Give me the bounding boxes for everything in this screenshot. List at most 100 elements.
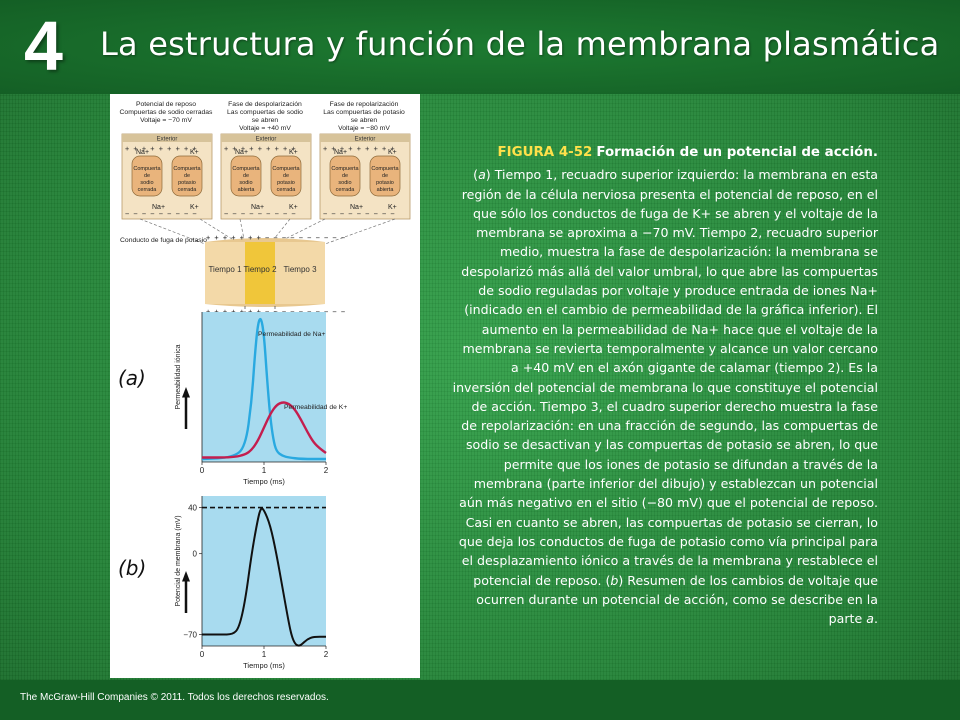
chart-plot-area: [202, 496, 326, 646]
axon-time-3: Tiempo 3: [283, 265, 317, 274]
svg-text:+ + + + + + + + +: + + + + + + + + +: [125, 145, 197, 153]
sodium-gate: [230, 155, 262, 197]
potassium-gate-label: de: [184, 173, 190, 179]
potassium-gate-label: abierta: [377, 187, 395, 193]
sodium-gate-label: de: [243, 173, 249, 179]
series-line-2: [201, 401, 327, 459]
y-tick-label: 40: [188, 504, 197, 513]
figure-title: Formación de un potencial de acción.: [596, 145, 878, 160]
svg-text:− − − − − − − − −: − − − − − − − − −: [323, 210, 395, 218]
panel-exterior-label: Exterior: [355, 137, 376, 143]
leak-channel-label: Conducto de fuga de potasio: [120, 237, 207, 244]
sodium-gate-label: sodio: [140, 180, 153, 186]
panel1-title: Potencial de reposo: [136, 101, 196, 108]
y-axis-label: Permeabilidad iónica: [175, 344, 182, 409]
panel-exterior-label: Exterior: [256, 137, 277, 143]
na-ion-label: Na+: [136, 149, 149, 156]
caption-body-open: (: [473, 167, 479, 183]
potassium-gate: [270, 155, 302, 197]
sodium-gate-label: cerrada: [138, 187, 158, 193]
sodium-gate: [329, 155, 361, 197]
potassium-gate-label: potasio: [277, 180, 295, 186]
chapter-number: 4: [24, 7, 63, 85]
k-ion-label: K+: [289, 204, 298, 211]
caption-letter-a: a: [478, 167, 486, 183]
figure-caption: FIGURA 4-52 Formación de un potencial de…: [452, 142, 878, 628]
na-ion-label: Na+: [152, 204, 165, 211]
figure-label-b: (b): [118, 556, 147, 580]
sodium-gate-label: de: [144, 173, 150, 179]
series-line-1: [202, 507, 326, 647]
na-ion-label: Na+: [334, 149, 347, 156]
axon-time-1: Tiempo 1: [208, 265, 242, 274]
figure-illustration: Potencial de reposo Compuertas de sodio …: [120, 101, 411, 670]
potassium-gate-label: potasio: [178, 180, 196, 186]
x-tick-label: 1: [262, 650, 267, 659]
title-bar: [0, 0, 960, 94]
footer-bar: [0, 680, 960, 720]
potassium-gate-label: de: [382, 173, 388, 179]
caption-body-a: ) Tiempo 1, recuadro superior izquierdo:…: [452, 167, 878, 588]
k-ion-label: K+: [388, 149, 397, 156]
panel3-line4: Voltaje = −80 mV: [338, 125, 390, 132]
sodium-gate-label: abierta: [238, 187, 256, 193]
panel2-line3: se abren: [252, 117, 279, 124]
k-ion-label: K+: [190, 149, 199, 156]
svg-text:+ + + + + + + − − − − − − − −: + + + + + + + − − − − − − − − − −: [206, 234, 345, 242]
copyright-text: The McGraw-Hill Companies © 2011. Todos …: [20, 692, 329, 703]
x-axis-label: Tiempo (ms): [243, 477, 285, 486]
membrane-panel-3: Exterior + + + + + + + + + − − − − − − − −…: [319, 133, 411, 220]
x-tick-label: 1: [262, 466, 267, 475]
series-label: Permeabilidad de K+: [284, 404, 347, 411]
svg-text:+ + + + + + + + +: + + + + + + + + +: [224, 145, 296, 153]
svg-text:− − − − − − − − −: − − − − − − − − −: [125, 210, 197, 218]
sodium-gate-label: cerrada: [336, 187, 356, 193]
sodium-gate: [131, 155, 163, 197]
series-label: Permeabilidad de Na+: [258, 331, 325, 338]
potassium-gate: [171, 155, 203, 197]
potassium-gate-label: cerrada: [277, 187, 297, 193]
x-axis-label: Tiempo (ms): [243, 661, 285, 670]
figure-panel: Potencial de reposo Compuertas de sodio …: [110, 94, 420, 678]
potassium-gate-label: Compuerta: [173, 166, 201, 172]
panel1-line2: Compuertas de sodio cerradas: [120, 109, 214, 116]
potassium-gate-label: Compuerta: [371, 166, 399, 172]
x-tick-label: 0: [200, 466, 205, 475]
y-axis-arrow: [182, 387, 190, 398]
panel3-title: Fase de repolarización: [330, 101, 399, 108]
potassium-gate-label: Compuerta: [272, 166, 300, 172]
caption-body-end: .: [873, 611, 878, 627]
na-ion-label: Na+: [251, 204, 264, 211]
axon-time-2: Tiempo 2: [243, 265, 277, 274]
sodium-gate-label: sodio: [239, 180, 252, 186]
y-tick-label: −70: [183, 630, 197, 639]
na-ion-label: Na+: [235, 149, 248, 156]
panel2-title: Fase de despolarización: [228, 101, 302, 108]
y-axis-label: Potencial de membrana (mV): [175, 515, 182, 606]
potassium-gate-label: potasio: [376, 180, 394, 186]
sodium-gate-label: sodio: [338, 180, 351, 186]
panel3-line3: se abren: [351, 117, 378, 124]
sodium-gate-label: de: [342, 173, 348, 179]
sodium-gate-label: Compuerta: [232, 166, 260, 172]
sodium-gate-label: Compuerta: [133, 166, 161, 172]
k-ion-label: K+: [388, 204, 397, 211]
k-ion-label: K+: [190, 204, 199, 211]
figure-label-a: (a): [118, 366, 146, 390]
y-axis-arrow: [182, 571, 190, 582]
svg-text:+ + + + + + + + +: + + + + + + + + +: [323, 145, 395, 153]
potassium-gate-label: de: [283, 173, 289, 179]
sodium-gate-label: Compuerta: [331, 166, 359, 172]
panel2-line4: Voltaje = +40 mV: [239, 125, 291, 132]
x-tick-label: 2: [324, 650, 329, 659]
x-tick-label: 0: [200, 650, 205, 659]
panel1-line3: Voltaje = −70 mV: [140, 117, 192, 124]
k-ion-label: K+: [289, 149, 298, 156]
series-line-1: [201, 317, 326, 461]
caption-body-b: ) Resumen de los cambios de voltaje que …: [476, 572, 878, 627]
slide-title: La estructura y función de la membrana p…: [100, 25, 940, 63]
y-tick-label: 0: [193, 550, 198, 559]
potassium-gate: [369, 155, 401, 197]
